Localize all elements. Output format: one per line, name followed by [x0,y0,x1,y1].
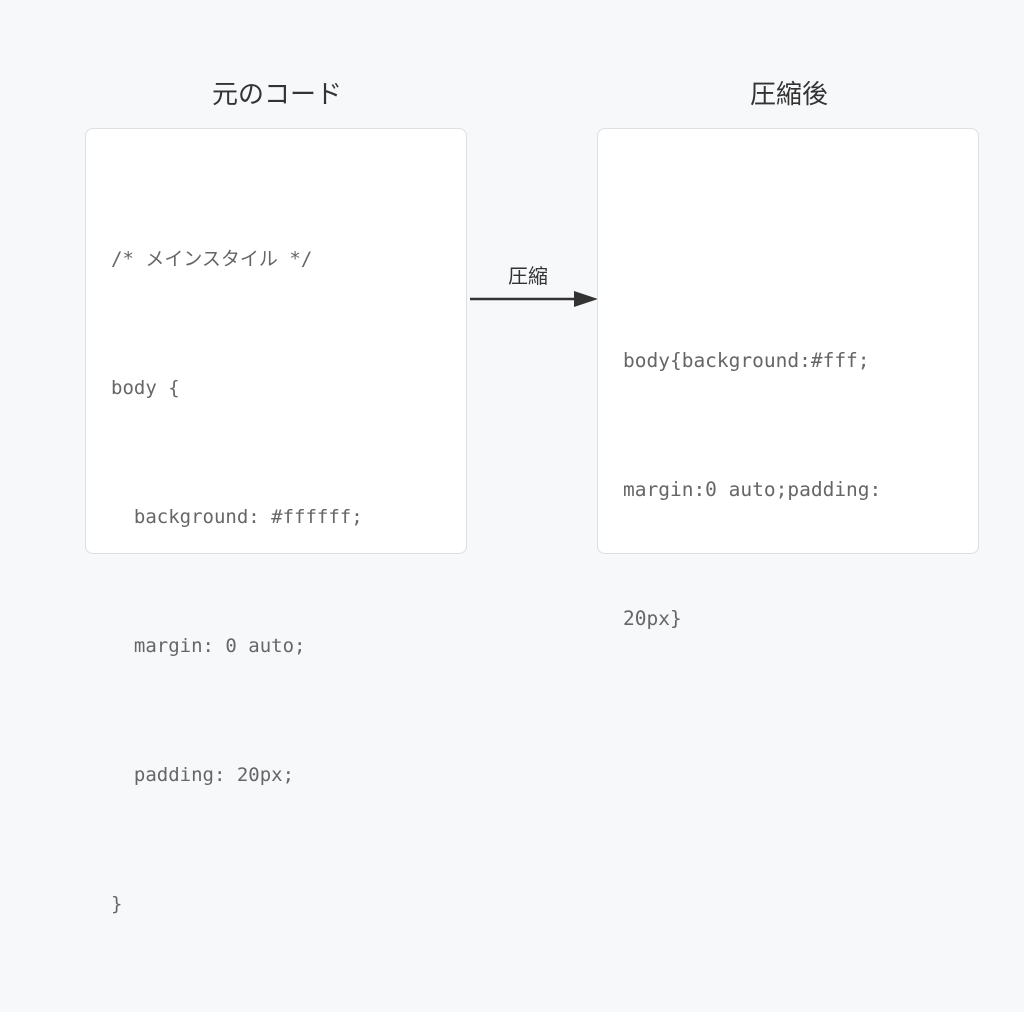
compressed-code: body{background:#fff; margin:0 auto;padd… [623,253,881,726]
code-line: body { [111,377,180,399]
code-line: margin:0 auto;padding: [623,478,882,501]
code-line: margin: 0 auto; [111,635,306,657]
code-line: padding: 20px; [111,764,295,786]
code-line: /* メインスタイル */ [111,248,313,270]
compressed-code-box: body{background:#fff; margin:0 auto;padd… [597,128,979,630]
original-code: /* メインスタイル */ body { background: #ffffff… [111,152,363,1012]
compressed-code-title: 圧縮後 [749,80,828,110]
compress-arrow-label: 圧縮 [508,264,548,288]
right-arrow-icon [470,291,598,307]
code-line: body{background:#fff; [623,349,870,372]
code-line: } [111,893,123,915]
code-line: background: #ffffff; [111,506,363,528]
original-code-title: 元のコード [211,80,342,110]
code-line: 20px} [623,607,682,630]
original-code-box: /* メインスタイル */ body { background: #ffffff… [85,128,467,915]
